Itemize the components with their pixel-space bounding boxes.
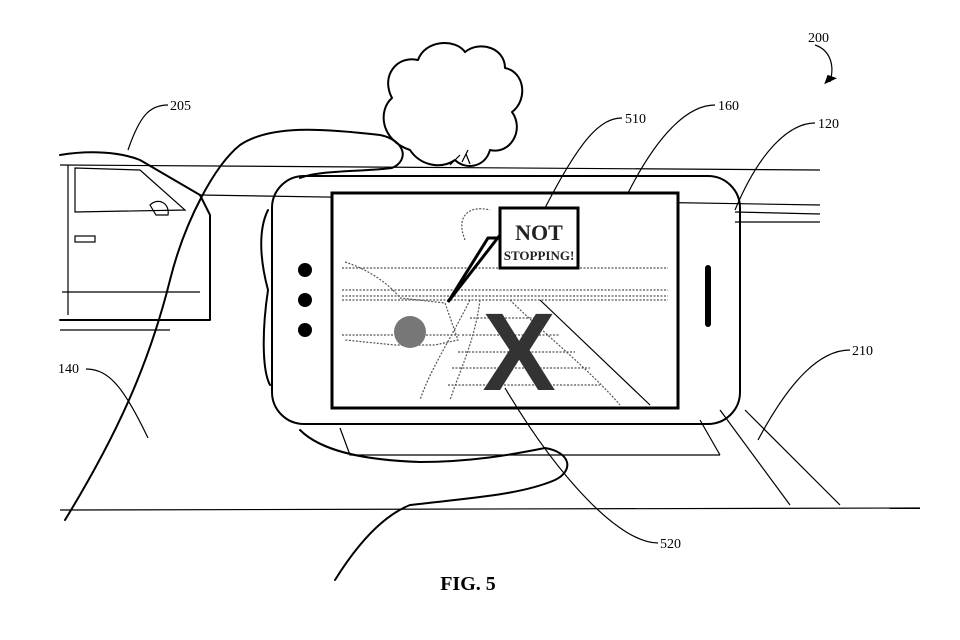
alert-text-line2: STOPPING!	[504, 248, 575, 263]
reference-labels: 200 205 510 160 120 140 210 520	[58, 31, 873, 552]
vehicle	[59, 151, 211, 321]
ref-140: 140	[58, 362, 79, 377]
street-scene	[59, 164, 921, 511]
mobile-device	[271, 175, 741, 425]
hand-outline	[64, 128, 569, 581]
ref-210: 210	[852, 344, 873, 359]
alert-text-line1: NOT	[515, 220, 563, 245]
speaker-slot	[705, 265, 711, 327]
ref-520: 520	[660, 537, 681, 552]
x-indicator-icon: X	[482, 291, 555, 414]
ref-120: 120	[818, 117, 839, 132]
ref-205: 205	[170, 99, 191, 114]
camera-dot-icon	[298, 323, 312, 337]
camera-dot-icon	[298, 263, 312, 277]
figure-caption: FIG. 5	[440, 573, 496, 595]
alert-bubble: NOT STOPPING!	[446, 206, 580, 303]
camera-dot-icon	[298, 293, 312, 307]
tree-outline	[382, 41, 524, 167]
wheel	[394, 316, 426, 348]
ref-200: 200	[808, 31, 829, 46]
display-screen: NOT STOPPING! X	[330, 191, 680, 414]
crosswalk	[339, 409, 841, 506]
ref-510: 510	[625, 112, 646, 127]
tree-trunk	[449, 149, 471, 166]
ref-160: 160	[718, 99, 739, 114]
